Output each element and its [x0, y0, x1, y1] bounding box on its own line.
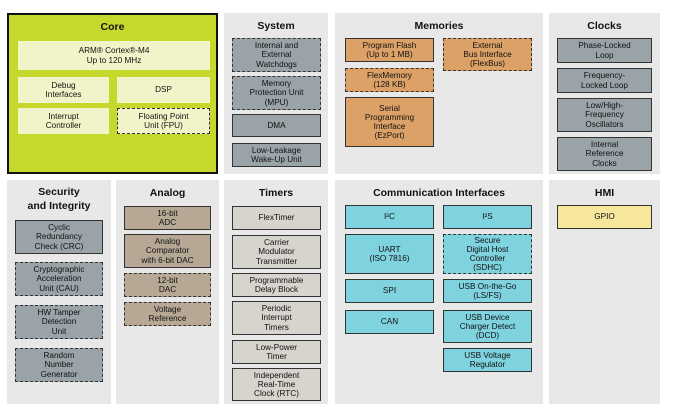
usb-dcd-block: USB Device Charger Detect (DCD) [443, 310, 532, 343]
i2s-block: I²S [443, 205, 532, 229]
interrupt-controller-block: Interrupt Controller [18, 108, 109, 134]
pdb-block: Programmable Delay Block [232, 273, 321, 297]
analog-title: Analog [149, 187, 186, 199]
fpu-block: Floating Point Unit (FPU) [117, 108, 210, 134]
debug-interfaces-block: Debug Interfaces [18, 77, 109, 103]
crc-block: Cyclic Redundancy Check (CRC) [15, 220, 103, 254]
hmi-title: HMI [594, 187, 615, 199]
dsp-block: DSP [117, 77, 210, 103]
timers-panel: Timers FlexTimer Carrier Modulator Trans… [224, 180, 328, 404]
comm-panel: Communication Interfaces I²C I²S UART (I… [335, 180, 543, 404]
oscillators-block: Low/High- Frequency Oscillators [557, 98, 652, 132]
cau-block: Cryptographic Acceleration Unit (CAU) [15, 262, 103, 296]
memories-panel: Memories Program Flash (Up to 1 MB) Exte… [335, 13, 543, 174]
llwu-block: Low-Leakage Wake-Up Unit [232, 143, 321, 167]
lptimer-block: Low-Power Timer [232, 340, 321, 364]
fll-block: Frequency- Locked Loop [557, 68, 652, 93]
comparator-block: Analog Comparator with 6-bit DAC [124, 234, 211, 268]
watchdogs-block: Internal and External Watchdogs [232, 38, 321, 72]
rtc-block: Independent Real-Time Clock (RTC) [232, 368, 321, 401]
system-title: System [257, 20, 295, 32]
hmi-panel: HMI GPIO [549, 180, 660, 404]
uart-block: UART (ISO 7816) [345, 234, 434, 274]
cmt-block: Carrier Modulator Transmitter [232, 235, 321, 269]
usb-regulator-block: USB Voltage Regulator [443, 348, 532, 372]
i2c-block: I²C [345, 205, 434, 229]
reference-clocks-block: Internal Reference Clocks [557, 137, 652, 171]
ezport-block: Serial Programming Interface (EzPort) [345, 97, 434, 147]
tamper-block: HW Tamper Detection Unit [15, 305, 103, 339]
memories-title: Memories [414, 20, 464, 32]
adc-block: 16-bit ADC [124, 206, 211, 230]
core-title: Core [100, 21, 125, 33]
mpu-block: Memory Protection Unit (MPU) [232, 76, 321, 110]
comm-title: Communication Interfaces [373, 187, 505, 199]
can-block: CAN [345, 310, 434, 334]
clocks-panel: Clocks Phase-Locked Loop Frequency- Lock… [549, 13, 660, 174]
clocks-title: Clocks [587, 20, 622, 32]
security-panel: Security and Integrity Cyclic Redundancy… [7, 180, 111, 404]
core-panel: Core ARM® Cortex®-M4 Up to 120 MHz Debug… [7, 13, 218, 174]
usb-otg-block: USB On-the-Go (LS/FS) [443, 279, 532, 303]
voltage-reference-block: Voltage Reference [124, 302, 211, 326]
program-flash-block: Program Flash (Up to 1 MB) [345, 38, 434, 62]
system-panel: System Internal and External Watchdogs M… [224, 13, 328, 174]
gpio-block: GPIO [557, 205, 652, 229]
arm-cortex-m4-block: ARM® Cortex®-M4 Up to 120 MHz [18, 41, 210, 70]
pll-block: Phase-Locked Loop [557, 38, 652, 63]
sdhc-block: Secure Digital Host Controller (SDHC) [443, 234, 532, 274]
timers-title: Timers [258, 187, 294, 199]
rng-block: Random Number Generator [15, 348, 103, 382]
flexmemory-block: FlexMemory (128 KB) [345, 68, 434, 92]
flextimer-block: FlexTimer [232, 206, 321, 230]
dma-block: DMA [232, 114, 321, 137]
analog-panel: Analog 16-bit ADC Analog Comparator with… [116, 180, 219, 404]
security-title: Security and Integrity [27, 186, 91, 212]
dac-block: 12-bit DAC [124, 273, 211, 297]
pit-block: Periodic Interrupt Timers [232, 301, 321, 335]
spi-block: SPI [345, 279, 434, 303]
flexbus-block: External Bus Interface (FlexBus) [443, 38, 532, 71]
